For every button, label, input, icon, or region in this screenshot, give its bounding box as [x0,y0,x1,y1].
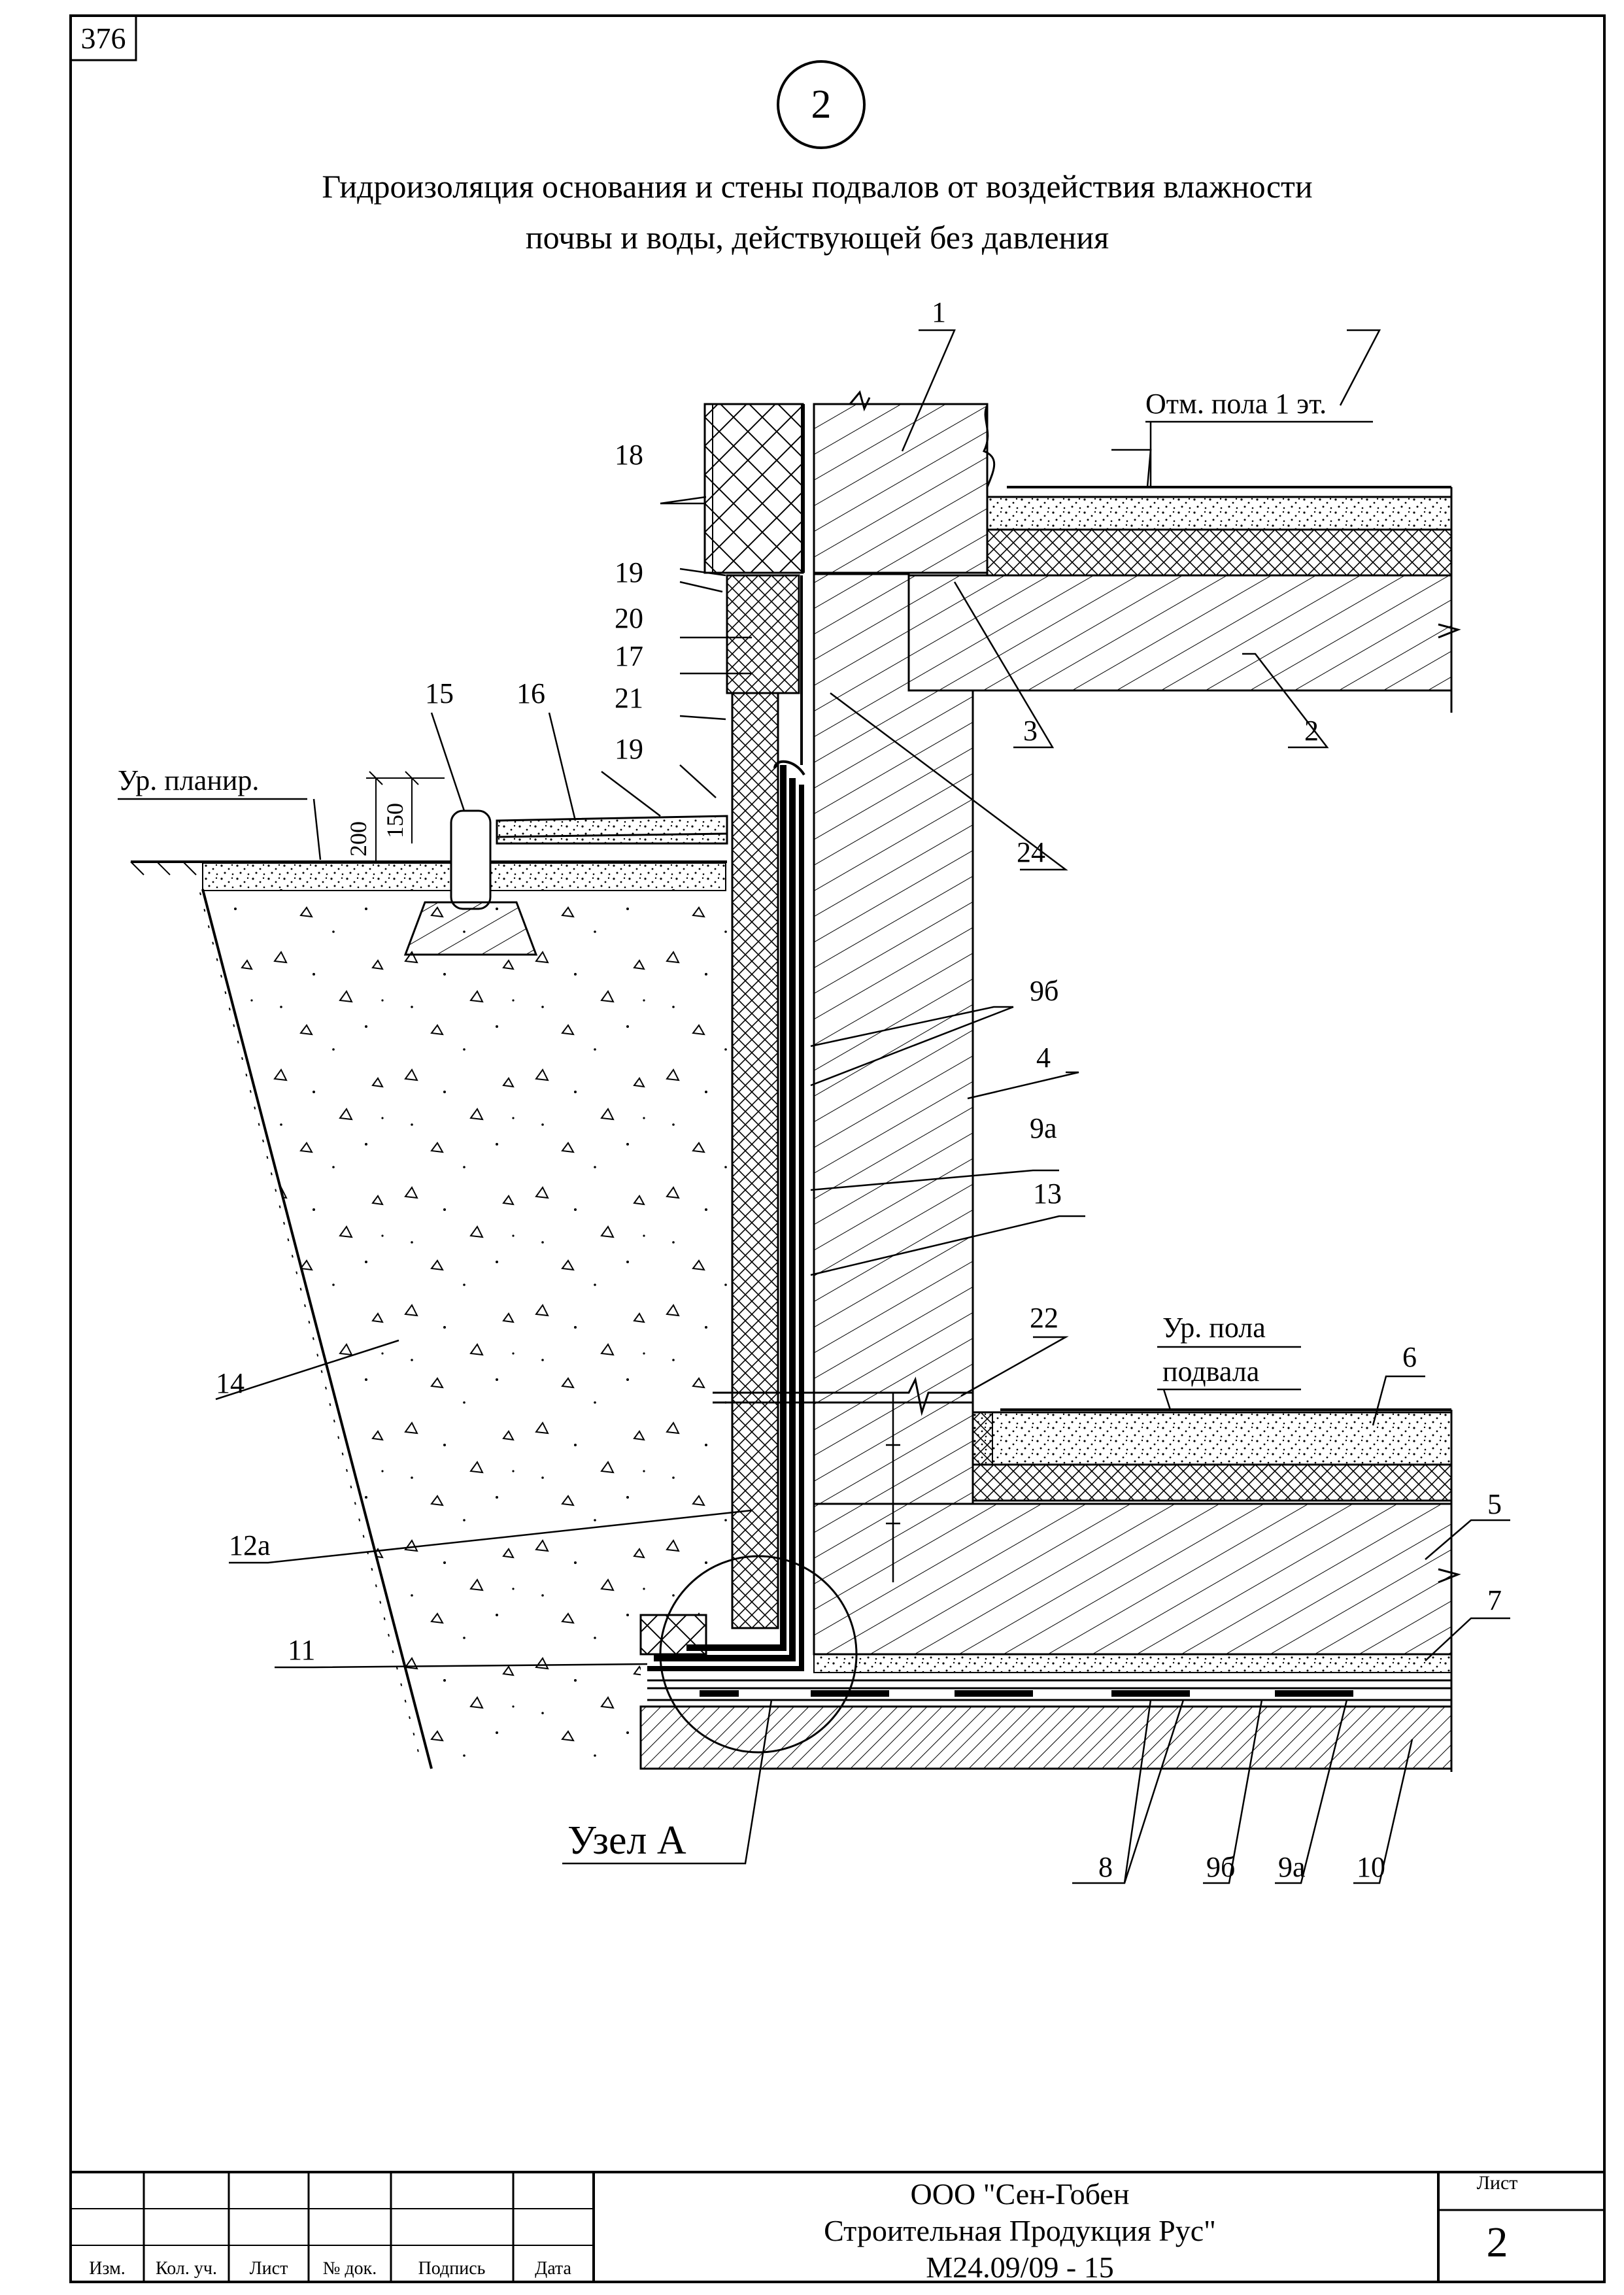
callout-9b-wall: 9б [1030,975,1058,1007]
leader-lines [215,329,1510,1884]
backfill [199,889,727,1769]
callout-17: 17 [615,640,643,672]
title-line-1: Гидроизоляция основания и стены подвалов… [322,168,1313,205]
callout-8: 8 [1098,1851,1113,1883]
level-basement-1: Ур. пола [1162,1312,1266,1344]
level-basement-2: подвала [1162,1355,1259,1387]
col-list: Лист [250,2258,288,2279]
callout-15: 15 [425,677,454,709]
sheet-header: Лист [1476,2172,1518,2194]
basement-slab [813,1408,1453,1656]
blind-area [130,809,728,956]
callout-18: 18 [615,439,643,471]
title-block [71,2171,1604,2282]
callout-4: 4 [1036,1042,1051,1074]
callout-6: 6 [1402,1341,1417,1373]
level-grade: Ур. планир. [118,764,259,796]
callout-7: 7 [1487,1584,1502,1616]
col-signature: Подпись [418,2258,486,2279]
node-a-circle [659,1555,858,1754]
floor-slab-upper [907,405,1453,692]
callout-2: 2 [1304,715,1319,747]
callout-19-top: 19 [615,556,643,588]
callout-3: 3 [1023,715,1038,747]
callout-19-low: 19 [615,733,643,765]
callout-11: 11 [288,1634,315,1666]
dimension-labels: 200 150 [345,803,408,857]
sheet-number: 2 [1486,2218,1508,2266]
callout-5: 5 [1487,1488,1502,1520]
dim-150: 150 [382,803,408,838]
level-floor1: Отм. пола 1 эт. [1145,388,1327,420]
callout-9b-base: 9б [1206,1851,1235,1883]
col-izm: Изм. [89,2258,126,2279]
callout-9a-base: 9а [1278,1851,1306,1883]
org-line-1: ООО "Сен-Гобен [910,2177,1130,2211]
col-kol-uch: Кол. уч. [156,2258,217,2279]
callout-10: 10 [1357,1851,1385,1883]
title-line-2: почвы и воды, действующей без давления [525,219,1109,256]
basement-wall [813,573,974,1505]
sheet-frame [69,14,1606,2283]
node-a-label: Узел А [567,1818,686,1863]
callout-1: 1 [932,296,946,328]
page-number: 376 [80,21,126,55]
callout-13: 13 [1033,1178,1062,1210]
callout-22: 22 [1030,1302,1058,1334]
waterproofing-membrane [647,575,805,1671]
callout-9a-wall: 9а [1030,1112,1057,1144]
drawing-number: 2 [811,82,832,127]
drawing-number-circle [777,60,866,149]
callout-14: 14 [216,1367,245,1399]
callout-12a: 12а [229,1529,271,1561]
callout-20: 20 [615,602,643,634]
sub-slab-layers [639,1614,1453,1770]
upper-wall [703,390,989,574]
dimension-lines [366,771,445,862]
callout-24: 24 [1017,836,1045,868]
dim-200: 200 [345,821,371,857]
level-labels: Отм. пола 1 эт. Ур. планир. Ур. пола под… [118,388,1327,1863]
col-date: Дата [535,2258,571,2279]
org-line-2: Строительная Продукция Рус" [824,2214,1216,2247]
wall-insulation [726,574,800,1629]
callout-labels: 1 18 19 20 17 21 19 15 16 3 2 24 9б 4 9а… [216,296,1502,1883]
doc-code: М24.09/09 - 15 [926,2251,1114,2284]
title-block-columns: Изм. Кол. уч. Лист № док. Подпись Дата [89,2258,571,2279]
callout-21: 21 [615,682,643,714]
callout-16: 16 [516,677,545,709]
break-lines [713,487,1461,1772]
col-doc: № док. [323,2258,377,2279]
level-lines [118,420,1373,1865]
